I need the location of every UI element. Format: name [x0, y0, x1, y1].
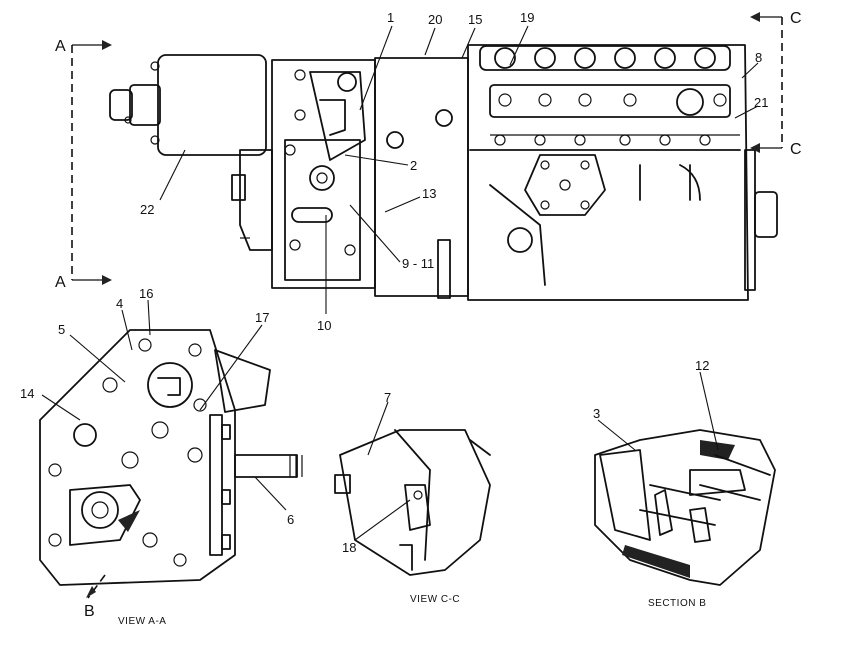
callout-4: 4 [116, 296, 123, 311]
callout-19: 19 [520, 10, 534, 25]
caption-section-b: SECTION B [648, 598, 706, 609]
view-marker-c-top: C [790, 10, 802, 27]
callout-17: 17 [255, 310, 269, 325]
callout-3: 3 [593, 406, 600, 421]
callout-14: 14 [20, 386, 34, 401]
callout-8: 8 [755, 50, 762, 65]
callout-labels: 1 20 15 19 8 21 2 13 9 - 11 10 22 16 4 5… [20, 10, 768, 555]
callout-10: 10 [317, 318, 331, 333]
leader-lines-section-b [597, 371, 719, 451]
view-marker-a-top: A [55, 38, 66, 55]
section-line-c: C C [750, 10, 802, 158]
main-pump-assembly [109, 44, 778, 301]
callout-22: 22 [140, 202, 154, 217]
view-marker-b: B [84, 603, 95, 620]
callout-5: 5 [58, 322, 65, 337]
leader-lines-main [159, 25, 759, 314]
view-marker-a-bottom: A [55, 274, 66, 291]
view-captions: VIEW A-A VIEW C-C SECTION B [118, 594, 706, 627]
callout-16: 16 [139, 286, 153, 301]
callout-1: 1 [387, 10, 394, 25]
callout-12: 12 [695, 358, 709, 373]
caption-view-aa: VIEW A-A [118, 616, 166, 627]
callout-20: 20 [428, 12, 442, 27]
section-b-drawing [594, 429, 776, 586]
callout-6: 6 [287, 512, 294, 527]
caption-view-cc: VIEW C-C [410, 594, 460, 605]
section-line-a: A A [55, 38, 112, 291]
view-marker-c-bottom: C [790, 141, 802, 158]
callout-9-11: 9 - 11 [402, 256, 434, 271]
governor-housing [231, 59, 376, 289]
callout-18: 18 [342, 540, 356, 555]
governor-cover [109, 54, 267, 156]
callout-7: 7 [384, 390, 391, 405]
callout-15: 15 [468, 12, 482, 27]
leader-lines-view-aa [41, 299, 287, 511]
pump-body [467, 44, 778, 301]
leader-lines-view-cc [354, 401, 411, 541]
callout-13: 13 [422, 186, 436, 201]
view-cc-drawing [334, 429, 491, 576]
view-aa-drawing [39, 329, 303, 599]
callout-21: 21 [754, 95, 768, 110]
callout-2: 2 [410, 158, 417, 173]
